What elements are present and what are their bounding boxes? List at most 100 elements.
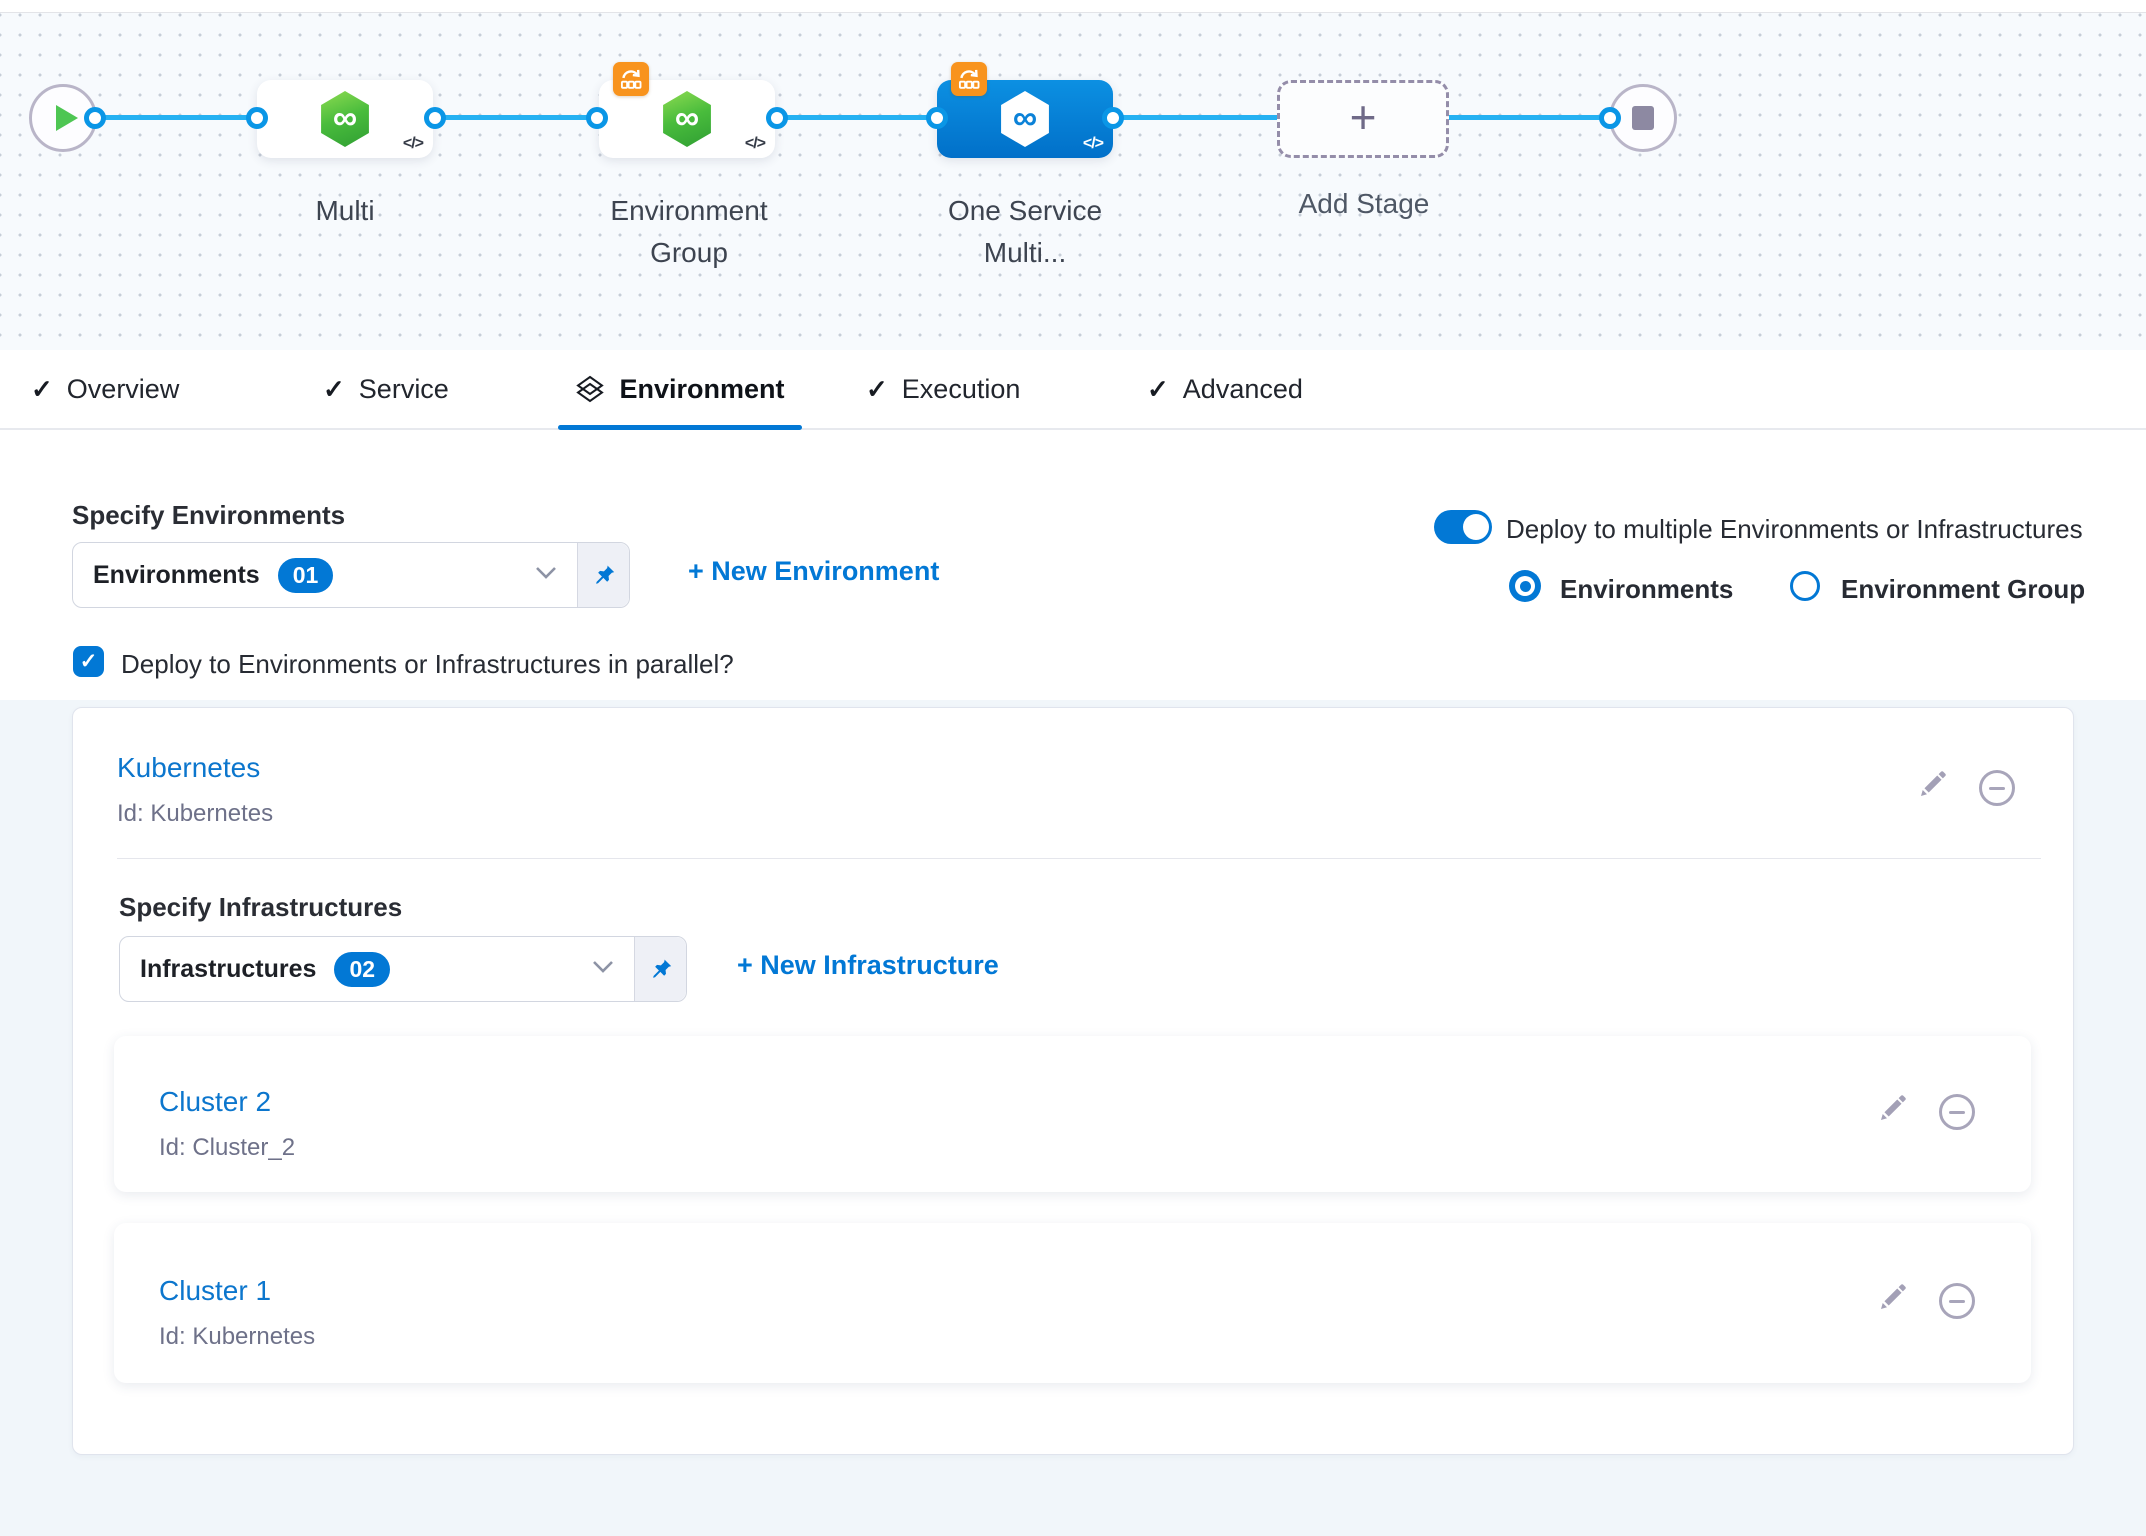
active-tab-underline [558, 425, 802, 430]
environment-card-kubernetes: Kubernetes Id: Kubernetes Specify Infras… [72, 707, 2074, 1455]
radio-environment-group[interactable] [1790, 571, 1820, 601]
infrastructure-title-link[interactable]: Cluster 1 [159, 1275, 272, 1306]
tab-label: Overview [66, 373, 180, 404]
code-icon: </> [744, 135, 766, 152]
infrastructures-count-badge: 02 [334, 951, 391, 987]
infrastructure-id-text: Id: Kubernetes [159, 1323, 316, 1350]
new-infrastructure-link[interactable]: + New Infrastructure [737, 950, 999, 980]
tab-label: Execution [901, 373, 1021, 404]
connector-dot [766, 107, 788, 129]
rollback-arrow-icon [958, 69, 980, 89]
environments-select-value-area[interactable]: Environments 01 [73, 543, 577, 607]
divider [117, 858, 2041, 859]
infrastructure-card-cluster-1: Cluster 1 Id: Kubernetes [114, 1223, 2031, 1383]
pencil-icon [1921, 771, 1946, 796]
check-icon: ✓ [1147, 373, 1169, 404]
cd-stage-hexagon-icon: ∞ [1001, 91, 1049, 147]
pipeline-start-node [29, 84, 97, 152]
tab-advanced[interactable]: ✓ Advanced [1147, 350, 1303, 428]
remove-environment-button[interactable] [1979, 770, 2015, 806]
connector-dot [84, 107, 106, 129]
edit-environment-button[interactable] [1917, 768, 1949, 805]
check-icon: ✓ [323, 373, 345, 404]
infinity-glyph: ∞ [332, 98, 358, 137]
check-icon: ✓ [31, 373, 53, 404]
pin-icon [595, 564, 614, 584]
toggle-knob [1463, 514, 1489, 540]
connector-dot [926, 107, 948, 129]
tab-label: Service [358, 373, 449, 404]
plus-icon: + [1349, 91, 1377, 143]
edit-infrastructure-button[interactable] [1877, 1281, 1909, 1318]
pencil-icon [1881, 1095, 1906, 1120]
environments-select[interactable]: Environments 01 [72, 542, 630, 608]
rollback-badge-icon [613, 62, 649, 96]
edit-infrastructure-button[interactable] [1877, 1092, 1909, 1129]
connector-line [98, 115, 262, 120]
stage-label-multi: Multi [315, 195, 375, 226]
environments-select-value: Environments [93, 560, 260, 589]
stage-label-environment-group: Environment Group [610, 195, 768, 268]
check-icon: ✓ [79, 650, 98, 673]
minus-icon [1949, 1299, 1965, 1303]
environments-count-badge: 01 [277, 557, 334, 593]
infrastructures-select-value-area[interactable]: Infrastructures 02 [120, 937, 634, 1001]
parallel-deploy-checkbox[interactable]: ✓ [73, 646, 104, 677]
code-icon: </> [1082, 135, 1104, 152]
minus-icon [1989, 786, 2005, 790]
radio-dot [1519, 580, 1531, 592]
chevron-down-icon [535, 566, 557, 584]
tab-label: Environment [619, 373, 785, 404]
pipeline-canvas[interactable]: ∞ </> Multi ∞ </> Environment Group ∞ </… [0, 13, 2146, 350]
remove-infrastructure-button[interactable] [1939, 1094, 1975, 1130]
rollback-badge-icon [951, 62, 987, 96]
parallel-deploy-checkbox-label: Deploy to Environments or Infrastructure… [121, 649, 734, 679]
add-stage-button[interactable]: + [1277, 80, 1449, 158]
environment-tab-header-section: Specify Environments Environments 01 + N… [0, 430, 2146, 700]
play-icon [55, 105, 78, 131]
connector-line [438, 115, 600, 120]
infrastructure-title-link[interactable]: Cluster 2 [159, 1086, 272, 1117]
specify-environments-heading: Specify Environments [72, 500, 346, 530]
check-icon: ✓ [866, 373, 888, 404]
stage-node-one-service-multi[interactable]: ∞ </> [937, 80, 1113, 158]
radio-environments-label[interactable]: Environments [1560, 574, 1734, 604]
top-strip [0, 0, 2146, 13]
connector-dot [1102, 107, 1124, 129]
radio-environment-group-label[interactable]: Environment Group [1841, 574, 2086, 604]
environment-title-link[interactable]: Kubernetes [117, 752, 261, 783]
infrastructures-select-value: Infrastructures [140, 954, 317, 983]
tab-overview[interactable]: ✓ Overview [31, 350, 179, 428]
infinity-glyph: ∞ [1012, 98, 1038, 137]
radio-ring [1515, 576, 1535, 596]
connector-dot [424, 107, 446, 129]
rollback-arrow-icon [620, 69, 642, 89]
tab-environment[interactable]: Environment [558, 350, 802, 428]
connector-dot [586, 107, 608, 129]
pin-icon [652, 958, 671, 978]
infrastructure-id-text: Id: Cluster_2 [159, 1134, 296, 1161]
stage-node-multi[interactable]: ∞ </> [257, 80, 433, 158]
cd-stage-hexagon-icon: ∞ [321, 91, 369, 147]
new-environment-link[interactable]: + New Environment [688, 556, 940, 586]
code-icon: </> [402, 135, 424, 152]
remove-infrastructure-button[interactable] [1939, 1283, 1975, 1319]
pin-environments-button[interactable] [577, 543, 629, 607]
radio-environments[interactable] [1509, 570, 1541, 602]
cd-stage-hexagon-icon: ∞ [663, 91, 711, 147]
pin-infrastructures-button[interactable] [634, 937, 686, 1001]
minus-icon [1949, 1110, 1965, 1114]
pencil-icon [1881, 1284, 1906, 1309]
stage-label-one-service-multi: One Service Multi... [947, 195, 1103, 268]
tab-service[interactable]: ✓ Service [323, 350, 449, 428]
tab-label: Advanced [1182, 373, 1303, 404]
deploy-multiple-toggle[interactable] [1434, 510, 1492, 544]
stop-icon [1632, 106, 1654, 130]
specify-infrastructures-heading: Specify Infrastructures [119, 892, 403, 922]
connector-line [780, 115, 940, 120]
deploy-multiple-toggle-label: Deploy to multiple Environments or Infra… [1506, 514, 2083, 544]
tab-execution[interactable]: ✓ Execution [866, 350, 1020, 428]
infrastructures-select[interactable]: Infrastructures 02 [119, 936, 687, 1002]
environment-layers-icon [576, 375, 605, 403]
